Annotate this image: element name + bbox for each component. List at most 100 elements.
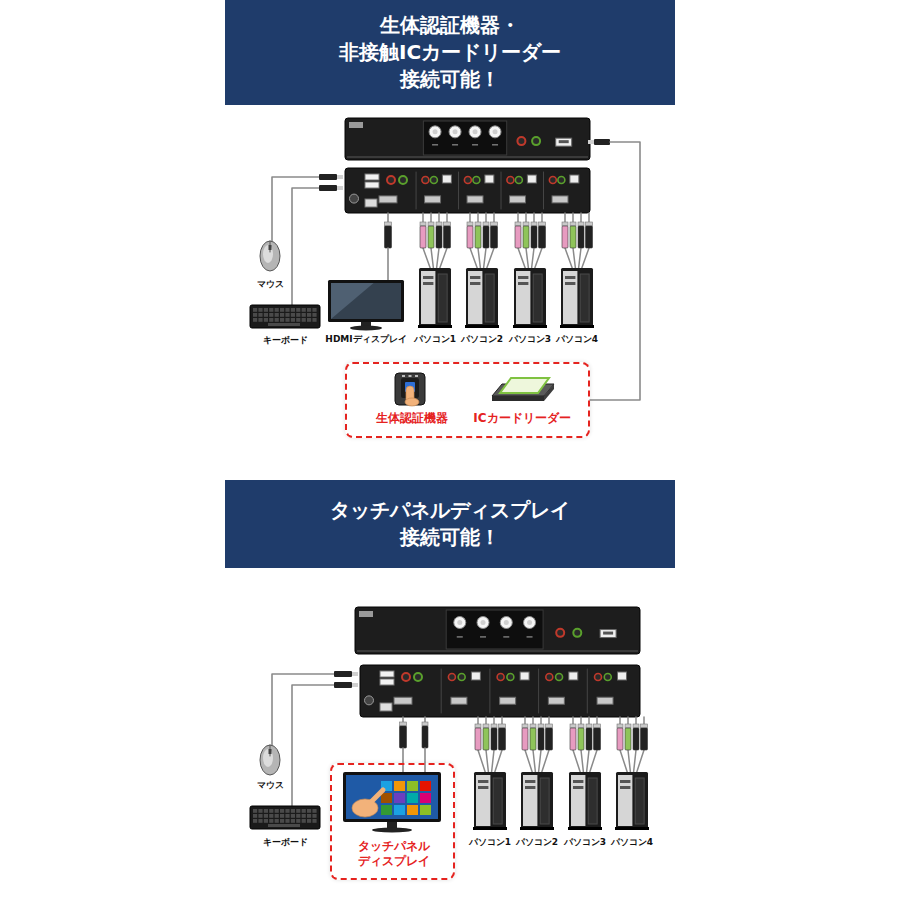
audio-jack (515, 177, 522, 184)
key (275, 809, 279, 813)
hdmi-cable (387, 248, 389, 280)
cable-plug (436, 226, 442, 248)
hdmi-cable (402, 717, 404, 722)
audio-jack (558, 177, 565, 184)
cable (565, 248, 572, 268)
cable-plug (562, 226, 568, 248)
plug-tip (546, 724, 553, 728)
side-panel (540, 778, 549, 824)
usb-plug-tip (352, 672, 358, 676)
select-button-center (453, 129, 458, 134)
audio-jack (399, 176, 407, 184)
button-mark (457, 636, 463, 638)
side-panel (485, 274, 494, 322)
key (291, 814, 295, 818)
front-usb-cable (588, 139, 640, 400)
device-label: パソコン1 (469, 837, 511, 848)
cable-plug (491, 226, 498, 248)
plug-tip (499, 724, 506, 728)
cable (581, 750, 583, 772)
cable-bundle (467, 213, 498, 268)
hdmi-port (552, 196, 568, 203)
cable (532, 248, 534, 268)
key (312, 814, 316, 818)
pc-front-panel (523, 775, 537, 826)
cable (478, 248, 480, 268)
plug-tip (400, 722, 407, 726)
pc-base (513, 325, 547, 328)
button-mark (452, 144, 458, 146)
cable-plug (530, 728, 536, 750)
cable (423, 248, 430, 268)
pc-tower (418, 268, 452, 328)
key (291, 308, 295, 312)
indicator (409, 375, 412, 377)
cable (486, 750, 488, 772)
plug-tip (633, 724, 639, 728)
cable (620, 750, 627, 772)
cable (573, 750, 580, 772)
cable-plug (483, 226, 489, 248)
cable (643, 717, 645, 724)
pc-body (521, 772, 553, 830)
plug-tip (617, 724, 623, 728)
mouse-body (260, 241, 280, 271)
key (302, 809, 306, 813)
usb-plug-tip (352, 683, 358, 687)
screen-tile (407, 805, 418, 815)
cable (580, 717, 582, 724)
key (264, 308, 268, 312)
usb-plug (594, 139, 610, 145)
select-button (500, 617, 512, 629)
key (285, 819, 289, 823)
cable (532, 717, 534, 724)
select-button-center (481, 620, 486, 625)
port-divider (501, 172, 502, 209)
cable-plug (523, 226, 529, 248)
select-button (429, 126, 441, 138)
drive-bay (423, 282, 433, 285)
pc-tower (465, 268, 499, 328)
cable (590, 750, 597, 772)
usb-plug-tip (337, 175, 343, 179)
key (285, 809, 289, 813)
usb-port (600, 630, 616, 638)
select-button (469, 126, 481, 138)
drive-bay (525, 780, 535, 783)
key (258, 819, 262, 823)
plug-tip (578, 724, 584, 728)
cable (628, 750, 630, 772)
cable (526, 248, 528, 268)
key (269, 819, 273, 823)
key (258, 814, 262, 818)
select-button-center (433, 129, 438, 134)
select-button (477, 617, 489, 629)
audio-jack (414, 673, 422, 681)
cable (492, 750, 494, 772)
kvm-front-body (345, 118, 590, 160)
key (253, 809, 257, 813)
cable (533, 213, 535, 222)
cable (525, 750, 532, 772)
display-base (372, 828, 412, 833)
port-divider (489, 669, 490, 713)
audio-jack (473, 177, 480, 184)
display-frame (343, 772, 441, 822)
hdmi-port (500, 697, 516, 704)
cable-bundle (617, 717, 648, 772)
button-mark (503, 636, 509, 638)
key (275, 308, 279, 312)
plug-tip (467, 222, 473, 226)
side-panel (438, 274, 447, 322)
cable (478, 750, 485, 772)
hdmi-port (451, 697, 467, 704)
cable-plug (578, 728, 584, 750)
monitor-base (350, 326, 382, 331)
cable-plug (444, 226, 451, 248)
plug-tip (539, 222, 546, 226)
keyboard-icon (250, 305, 320, 328)
key (307, 819, 311, 823)
key (280, 308, 284, 312)
cable (627, 717, 629, 724)
dc-jack (365, 696, 374, 705)
